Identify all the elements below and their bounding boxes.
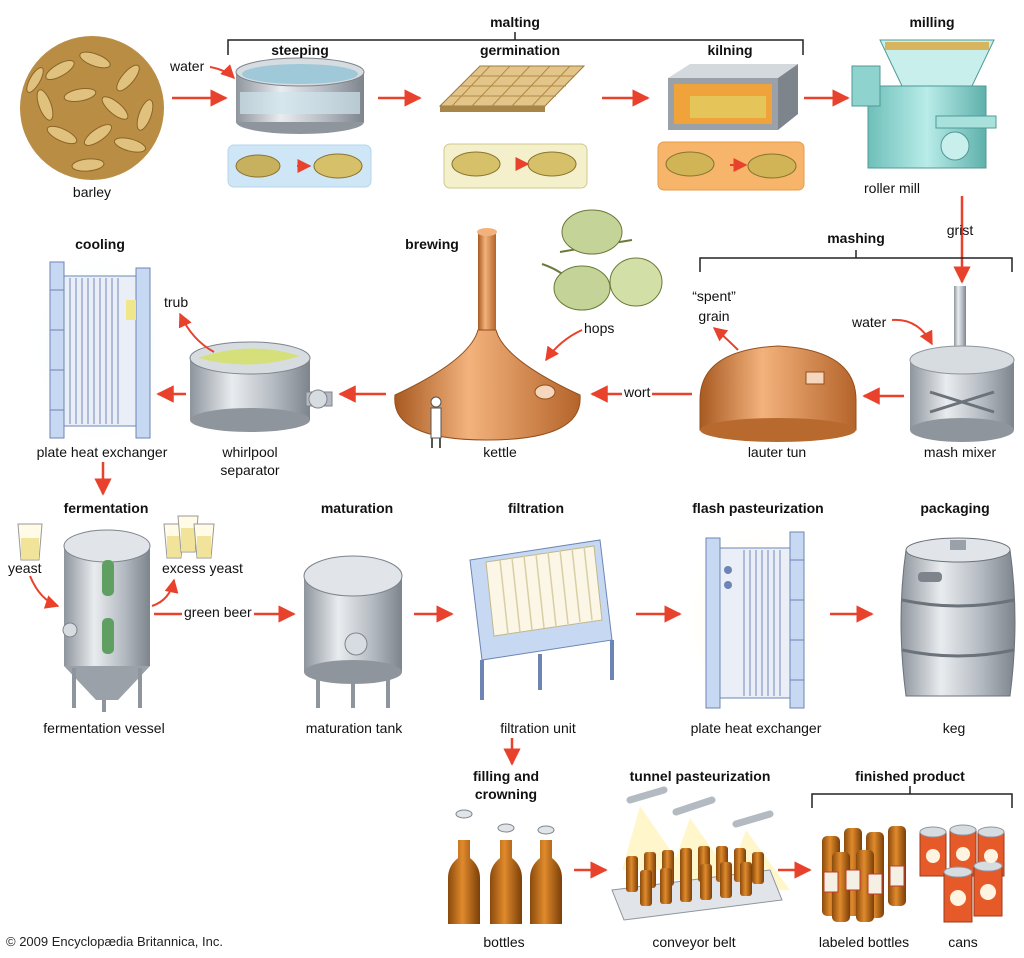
grain-icon <box>235 154 281 178</box>
grain-icon <box>527 151 577 177</box>
maturation-tank-icon <box>303 555 403 708</box>
label-fermentation-vessel: fermentation vessel <box>43 720 165 736</box>
hops-icon <box>541 209 663 311</box>
arrow <box>712 327 739 351</box>
arrow <box>209 64 235 79</box>
heading-packaging: packaging <box>920 500 990 516</box>
arrow <box>151 578 179 607</box>
label-grist: grist <box>946 222 974 238</box>
bottles-icon <box>448 809 562 924</box>
keg-icon <box>900 537 1016 697</box>
label-spent-line1: “spent” <box>692 288 736 304</box>
plate-heat-exchanger-icon <box>705 531 805 709</box>
grain-icon <box>313 153 363 179</box>
heading-malting: malting <box>490 14 540 30</box>
grain-icon <box>665 151 715 177</box>
label-water-mash: water <box>852 314 887 330</box>
mash-mixer-icon <box>909 286 1015 442</box>
filtration-unit-icon <box>469 539 614 700</box>
heading-finished-product: finished product <box>855 768 965 784</box>
arrow <box>891 318 933 346</box>
heading-kilning: kilning <box>707 42 753 58</box>
conveyor-belt-icon <box>611 786 790 921</box>
lauter-tun-icon <box>699 345 857 442</box>
heading-steeping: steeping <box>271 42 329 58</box>
heading-filling-line2: crowning <box>474 786 538 802</box>
barley-pile-icon <box>20 36 164 180</box>
heading-filling-line1: filling and <box>472 768 540 784</box>
arrow <box>178 312 215 353</box>
label-lauter-tun: lauter tun <box>747 444 807 460</box>
heading-mashing: mashing <box>827 230 885 246</box>
label-keg: keg <box>942 720 966 736</box>
label-trub: trub <box>164 294 189 310</box>
cans-icon <box>919 824 1005 923</box>
label-excess-yeast: excess yeast <box>162 560 243 576</box>
label-barley: barley <box>72 184 112 200</box>
label-hops: hops <box>584 320 615 336</box>
heading-cooling: cooling <box>75 236 125 252</box>
heading-brewing: brewing <box>405 236 459 252</box>
label-mash-mixer: mash mixer <box>923 444 997 460</box>
heading-tunnel-pasteurization: tunnel pasteurization <box>629 768 771 784</box>
label-kettle: kettle <box>483 444 517 460</box>
label-plate-heat-exchanger-1: plate heat exchanger <box>36 444 168 460</box>
yeast-glass-icon <box>17 523 43 561</box>
fermentation-vessel-icon <box>62 529 151 712</box>
kilning-kiln-icon <box>668 64 798 130</box>
label-bottles: bottles <box>483 934 525 950</box>
label-maturation-tank: maturation tank <box>305 720 403 736</box>
label-whirlpool-line2: separator <box>220 462 280 478</box>
label-whirlpool-line1: whirlpool <box>222 444 278 460</box>
finished-product-bracket <box>811 786 1013 808</box>
grain-icon <box>747 153 797 179</box>
plate-heat-exchanger-icon <box>49 261 151 439</box>
label-roller-mill: roller mill <box>864 180 920 196</box>
heading-flash-pasteurization: flash pasteurization <box>692 500 824 516</box>
labeled-bottles-icon <box>822 826 906 922</box>
label-water-top: water <box>170 58 205 74</box>
grain-icon <box>451 151 501 177</box>
heading-germination: germination <box>479 42 561 58</box>
excess-yeast-glasses-icon <box>163 515 215 559</box>
copyright-notice: © 2009 Encyclopædia Britannica, Inc. <box>6 934 223 949</box>
label-spent-line2: grain <box>698 308 730 324</box>
label-green-beer: green beer <box>182 604 254 620</box>
germination-tray-icon <box>438 65 586 112</box>
label-plate-heat-exchanger-2: plate heat exchanger <box>690 720 822 736</box>
roller-mill-icon <box>851 39 997 169</box>
heading-filtration: filtration <box>508 500 564 516</box>
label-filtration-unit: filtration unit <box>500 720 576 736</box>
heading-maturation: maturation <box>320 500 394 516</box>
heading-milling: milling <box>909 14 955 30</box>
arrow <box>545 329 583 362</box>
heading-fermentation: fermentation <box>63 500 149 516</box>
label-conveyor-belt: conveyor belt <box>652 934 736 950</box>
label-wort: wort <box>622 384 653 400</box>
whirlpool-separator-icon <box>189 341 333 432</box>
label-cans: cans <box>948 934 978 950</box>
label-labeled-bottles: labeled bottles <box>818 934 910 950</box>
arrow <box>29 575 60 609</box>
steeping-sieve-icon <box>235 57 365 134</box>
malting-bracket <box>227 32 804 55</box>
brewing-kettle-icon <box>394 228 581 448</box>
label-yeast: yeast <box>8 560 42 576</box>
mashing-bracket <box>699 250 1013 272</box>
